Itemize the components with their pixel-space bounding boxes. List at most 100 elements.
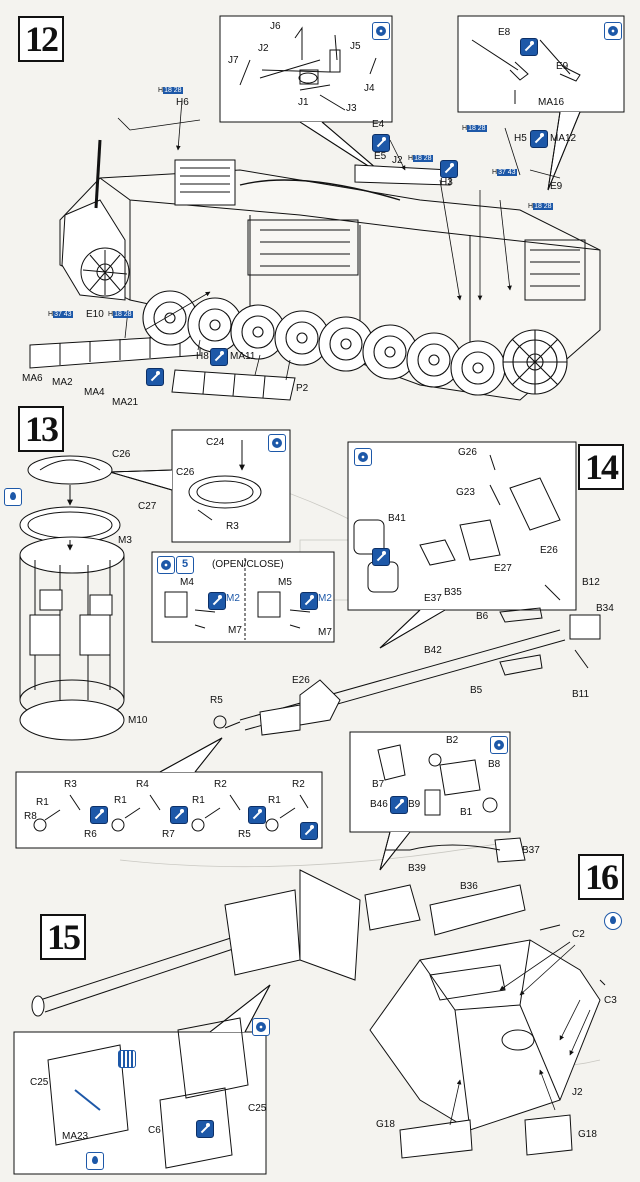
part-label-j5: J5 — [350, 41, 361, 52]
part-label-c27: C27 — [138, 501, 157, 512]
part-label-b1: B1 — [460, 807, 473, 818]
open-close-label: (OPEN/CLOSE) — [212, 559, 284, 570]
glue-icon — [530, 130, 548, 148]
part-label-ma12: MA12 — [550, 133, 577, 144]
road-wheels — [142, 290, 568, 396]
info-icon — [604, 912, 622, 930]
drop-icon — [86, 1152, 104, 1170]
part-label-ma21: MA21 — [112, 397, 139, 408]
part-label-r1-b: R1 — [114, 795, 127, 806]
inset-r-box — [15, 737, 323, 849]
glue-icon — [90, 806, 108, 824]
part-label-b34: B34 — [596, 603, 614, 614]
part-label-r7: R7 — [162, 829, 175, 840]
part-label-h3: H3 — [440, 177, 453, 188]
part-label-h5: H5 — [514, 133, 527, 144]
glue-icon — [520, 38, 538, 56]
glue-icon — [146, 368, 164, 386]
paint-icon — [252, 1018, 270, 1036]
part-label-e26: E26 — [292, 675, 310, 686]
paint-ref-e9: H37 43 — [492, 169, 517, 176]
part-label-r8: R8 — [24, 811, 37, 822]
part-label-e27: E27 — [494, 563, 512, 574]
part-label-b36: B36 — [460, 881, 478, 892]
part-label-j4: J4 — [364, 83, 375, 94]
part-label-e9: E9 — [556, 61, 569, 72]
part-label-c3: C3 — [604, 995, 617, 1006]
part-label-r2-b: R2 — [292, 779, 305, 790]
part-label-e10: E10 — [86, 309, 104, 320]
glue-icon — [300, 822, 318, 840]
part-label-b12: B12 — [582, 577, 600, 588]
hull-step12 — [29, 139, 601, 401]
part-label-r1-d: R1 — [268, 795, 281, 806]
part-label-r1-c: R1 — [192, 795, 205, 806]
part-label-ma16: MA16 — [538, 97, 565, 108]
part-label-e26-inset: E26 — [540, 545, 558, 556]
part-label-j2: J2 — [258, 43, 269, 54]
part-label-r6: R6 — [84, 829, 97, 840]
part-label-m5: M5 — [278, 577, 292, 588]
part-label-r2-a: R2 — [214, 779, 227, 790]
part-label-c24: C24 — [206, 437, 225, 448]
part-label-ma4: MA4 — [84, 387, 105, 398]
part-label-g18-right: G18 — [578, 1129, 597, 1140]
part-label-p2: P2 — [296, 383, 309, 394]
part-label-r5-box: R5 — [238, 829, 251, 840]
inset-c25-box — [13, 984, 271, 1175]
paint-icon — [490, 736, 508, 754]
part-label-m10: M10 — [128, 715, 148, 726]
part-label-j6: J6 — [270, 21, 281, 32]
part-label-c26-inset: C26 — [176, 467, 195, 478]
paint-ref-e10-a: H37 43 — [48, 311, 73, 318]
part-label-b46: B46 — [370, 799, 388, 810]
step-number-13: 13 — [18, 406, 64, 452]
paint-ref-j2: H18 28 — [408, 155, 433, 162]
part-label-j7: J7 — [228, 55, 239, 66]
part-label-h8: H8 — [196, 351, 209, 362]
inset-ammo-box — [347, 441, 577, 649]
part-label-g26: G26 — [458, 447, 477, 458]
paint-icon — [604, 22, 622, 40]
stripe-icon — [118, 1050, 136, 1068]
part-label-c25-left: C25 — [30, 1077, 49, 1088]
part-label-b6: B6 — [476, 611, 489, 622]
part-label-m2-right: M2 — [318, 593, 332, 604]
step-number-12: 12 — [18, 16, 64, 62]
part-label-b8: B8 — [488, 759, 501, 770]
part-label-m4: M4 — [180, 577, 194, 588]
part-label-j1: J1 — [298, 97, 309, 108]
drop-icon — [4, 488, 22, 506]
part-label-c25-right: C25 — [248, 1103, 267, 1114]
step-number-16: 16 — [578, 854, 624, 900]
glue-icon — [300, 592, 318, 610]
part-label-e4: E4 — [372, 119, 385, 130]
glue-icon — [196, 1120, 214, 1138]
part-label-j2-hull: J2 — [392, 155, 403, 166]
part-label-ma11: MA11 — [230, 351, 256, 362]
part-label-b7: B7 — [372, 779, 385, 790]
paint-ref-e4: H18 28 — [462, 125, 487, 132]
glue-icon — [210, 348, 228, 366]
part-label-e9-hull: E9 — [550, 181, 563, 192]
paint-icon — [268, 434, 286, 452]
glue-icon — [170, 806, 188, 824]
part-label-m2-left: M2 — [226, 593, 240, 604]
turret-basket — [19, 455, 125, 741]
gun-step15 — [31, 837, 526, 1017]
glue-icon — [372, 134, 390, 152]
part-label-g23: G23 — [456, 487, 475, 498]
glue-icon — [440, 160, 458, 178]
part-label-ma6: MA6 — [22, 373, 43, 384]
hull-top-step16 — [369, 924, 606, 1159]
part-label-m7-right: M7 — [318, 627, 332, 638]
step-number-14: 14 — [578, 444, 624, 490]
paint-icon — [354, 448, 372, 466]
paint-ref-e9-lower: H18 28 — [528, 203, 553, 210]
part-label-g18-left: G18 — [376, 1119, 395, 1130]
step-number-15: 15 — [40, 914, 86, 960]
part-label-b39: B39 — [408, 863, 426, 874]
paint-ref-e10-b: H18 28 — [108, 311, 133, 318]
